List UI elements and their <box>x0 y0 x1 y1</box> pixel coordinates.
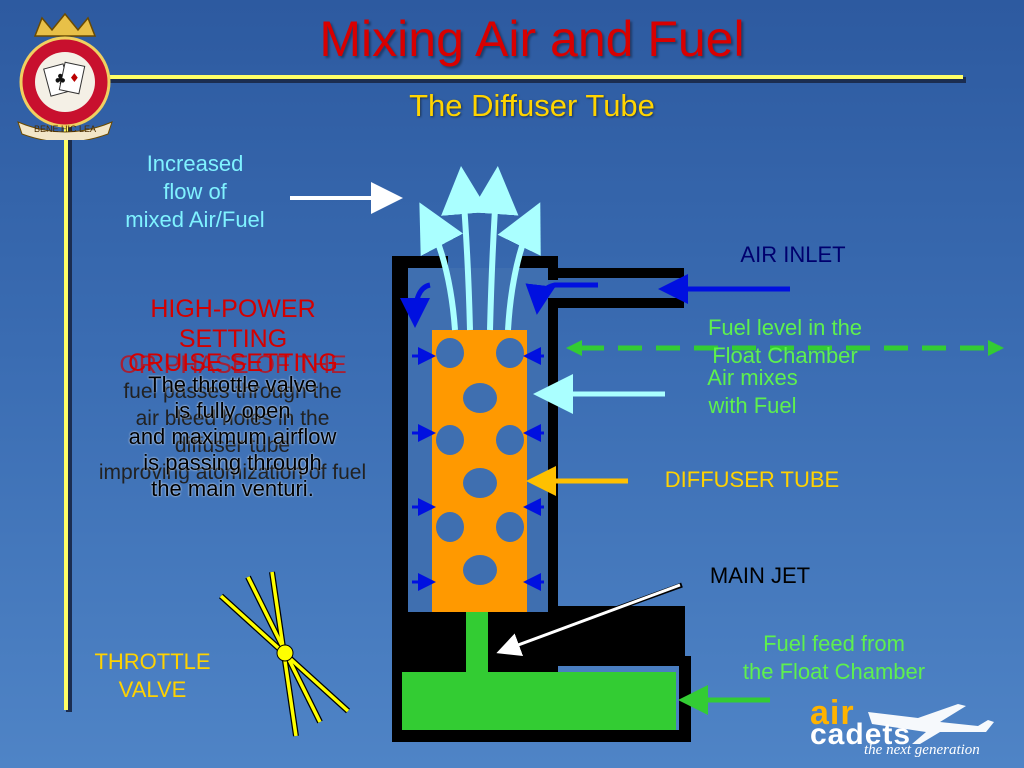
over-throttle-heading: OR PHASE OF THE <box>119 351 347 379</box>
brand-air: air <box>810 694 855 732</box>
squadron-badge-logo: ♣ ♦ BENE HIC LEA <box>10 10 120 140</box>
main-jet-arrow <box>496 582 683 656</box>
air-bleed-arrows <box>412 347 544 591</box>
throttle-valve-label: THROTTLE VALVE <box>94 649 211 702</box>
fuel-level-dashed-arrow <box>566 340 1004 356</box>
fuel-feed-label: Fuel feed from the Float Chamber <box>742 631 926 684</box>
fuel-passage <box>402 612 676 730</box>
diffuser-description: fuel passes through the air bleed holes … <box>98 380 367 484</box>
diffuser-tube-label: DIFFUSER TUBE <box>664 467 840 492</box>
cruise-setting-heading: CRUISE SETTING <box>128 349 338 377</box>
aircraft-icon <box>868 704 994 744</box>
air-mixes-label: Air mixes with Fuel <box>707 365 798 418</box>
fuel-level-label: Fuel level in the Float Chamber <box>707 315 863 368</box>
svg-text:♦: ♦ <box>69 71 80 85</box>
brand-cadets: cadets <box>810 718 912 751</box>
air-flow-curves <box>400 282 598 328</box>
brand-tagline: the next generation <box>864 742 980 758</box>
slide-subtitle: The Diffuser Tube <box>409 88 655 123</box>
air-inlet-label: AIR INLET <box>740 242 846 267</box>
air-cadets-logo: air cadets the next generation <box>808 692 1018 762</box>
throttle-valve-blades <box>219 571 350 737</box>
throttle-description: The throttle valve is fully open and max… <box>128 372 337 501</box>
svg-text:♣: ♣ <box>54 72 67 88</box>
high-power-setting-heading: HIGH-POWER SETTING <box>150 295 316 353</box>
badge-motto: BENE HIC LEA <box>33 124 97 134</box>
mixture-flow-arrows <box>419 166 541 331</box>
main-jet-label: MAIN JET <box>709 563 811 588</box>
diffuser-tube <box>432 330 527 612</box>
increased-flow-label: Increased flow of mixed Air/Fuel <box>125 151 265 232</box>
slide-title: Mixing Air and Fuel <box>319 11 745 67</box>
